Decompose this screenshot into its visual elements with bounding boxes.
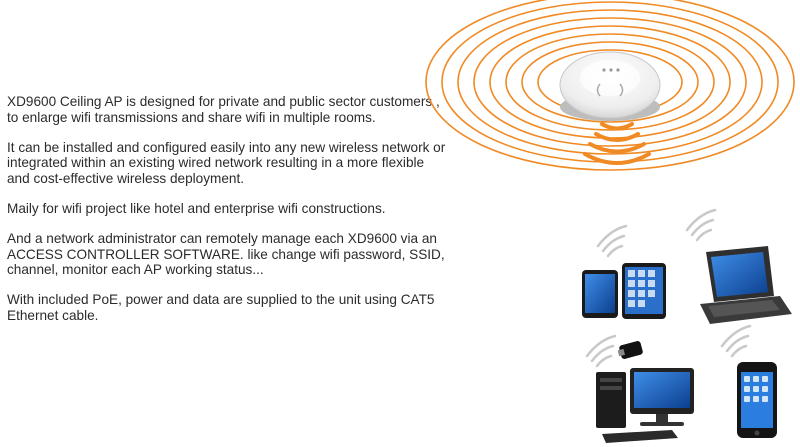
ceiling-access-point-icon xyxy=(559,51,661,121)
smartphone-icon xyxy=(720,324,777,438)
signal-rings xyxy=(425,0,795,171)
product-description: XD9600 Ceiling AP is designed for privat… xyxy=(7,94,447,338)
description-paragraph-2: It can be installed and configured easil… xyxy=(7,139,446,187)
description-paragraph-5: With included PoE, power and data are su… xyxy=(7,292,435,323)
desktop-computer-icon xyxy=(585,334,694,443)
tablet-icon xyxy=(582,224,666,319)
laptop-icon xyxy=(685,208,792,324)
signal-waves-down xyxy=(583,122,651,165)
usb-wifi-adapter-icon xyxy=(617,341,643,359)
description-paragraph-3: Maily for wifi project like hotel and en… xyxy=(7,200,386,216)
description-paragraph-4: And a network administrator can remotely… xyxy=(7,230,445,278)
description-paragraph-1: XD9600 Ceiling AP is designed for privat… xyxy=(7,94,440,125)
